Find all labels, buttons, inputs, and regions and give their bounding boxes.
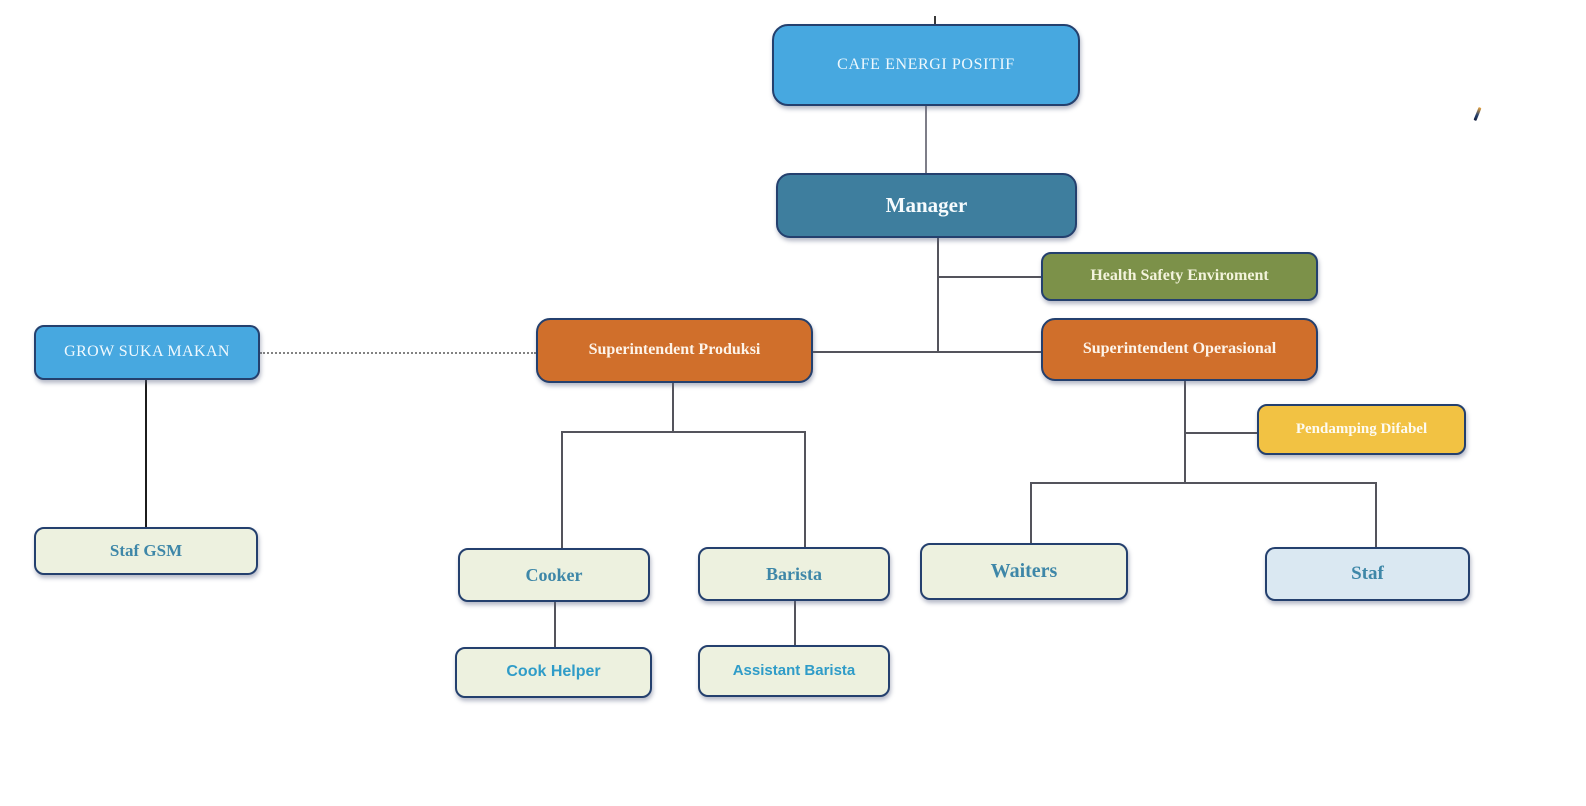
org-node-barista: Barista <box>698 547 890 601</box>
connector-produksi-trunk <box>672 383 674 433</box>
org-node-assistant-barista: Assistant Barista <box>698 645 890 697</box>
connector-to-waiters <box>1030 482 1032 543</box>
org-node-manager: Manager <box>776 173 1077 238</box>
org-node-health-safety-enviroment: Health Safety Enviroment <box>1041 252 1318 301</box>
org-node-cook-helper: Cook Helper <box>455 647 652 698</box>
org-node-label: Cook Helper <box>506 663 601 681</box>
connector-manager-trunk <box>937 238 939 353</box>
connector-cooker-to-cookhelper <box>554 602 556 647</box>
connector-manager-to-hse <box>937 276 1041 278</box>
connector-to-cooker <box>561 431 563 548</box>
org-node-superintendent-operasional: Superintendent Operasional <box>1041 318 1318 381</box>
org-node-cooker: Cooker <box>458 548 650 602</box>
org-node-label: Staf GSM <box>109 541 183 561</box>
org-node-label: Superintendent Produksi <box>588 341 761 359</box>
connector-barista-to-assistant <box>794 601 796 645</box>
org-node-label: Assistant Barista <box>732 662 856 680</box>
connector-superintendents <box>813 351 1041 353</box>
org-node-grow-suka-makan: GROW SUKA MAKAN <box>34 325 260 380</box>
org-node-staf: Staf <box>1265 547 1470 601</box>
connector-to-staf <box>1375 482 1377 547</box>
stray-mark-icon <box>1473 106 1482 122</box>
connector-grow-to-stafgsm <box>145 380 147 527</box>
connector-grow-to-produksi-dotted <box>260 352 536 354</box>
connector-operasional-branch <box>1030 482 1377 484</box>
org-node-cafe-energi-positif: CAFE ENERGI POSITIF <box>772 24 1080 106</box>
org-node-label: Superintendent Operasional <box>1082 340 1277 358</box>
org-node-label: GROW SUKA MAKAN <box>64 343 230 361</box>
org-node-label: Cooker <box>525 564 583 585</box>
connector-cafe-to-manager <box>925 106 927 173</box>
org-node-pendamping-difabel: Pendamping Difabel <box>1257 404 1466 455</box>
org-node-label: Manager <box>885 193 968 218</box>
org-node-waiters: Waiters <box>920 543 1128 600</box>
org-node-label: CAFE ENERGI POSITIF <box>837 55 1015 73</box>
connector-top-stub <box>934 16 936 24</box>
org-node-label: Staf <box>1351 563 1384 585</box>
org-node-staf-gsm: Staf GSM <box>34 527 258 575</box>
connector-to-pendamping <box>1184 432 1257 434</box>
connector-to-barista <box>804 431 806 547</box>
org-node-label: Health Safety Enviroment <box>1090 267 1269 285</box>
org-node-superintendent-produksi: Superintendent Produksi <box>536 318 813 383</box>
connector-produksi-branch <box>561 431 806 433</box>
org-node-label: Barista <box>766 563 822 584</box>
org-node-label: Pendamping Difabel <box>1295 420 1428 437</box>
org-node-label: Waiters <box>990 560 1058 582</box>
